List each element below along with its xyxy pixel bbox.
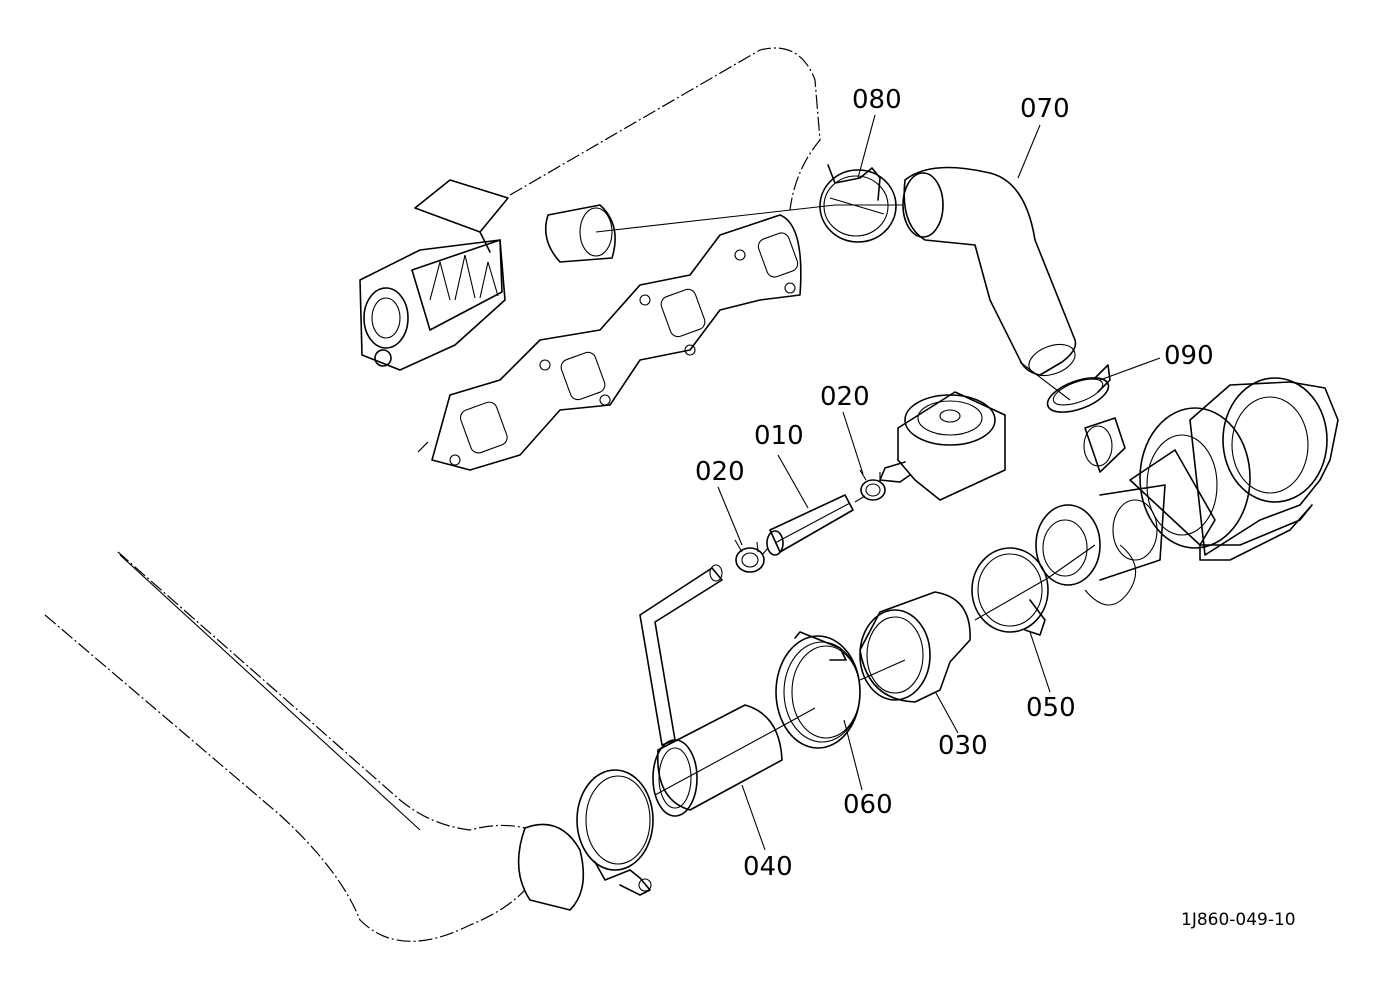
hose-070 [902, 166, 1077, 377]
diagram-reference-code: 1J860-049-10 [1181, 910, 1296, 930]
band-clamp-060 [775, 631, 861, 749]
label-020-lower: 020 [695, 457, 745, 487]
turbocharger [1035, 377, 1339, 606]
breather-unit [879, 391, 1006, 501]
exhaust-manifold [359, 47, 821, 471]
label-070: 070 [1020, 94, 1070, 124]
return-pipe [639, 564, 723, 746]
exhaust-pipe [44, 551, 585, 942]
label-030: 030 [938, 731, 988, 761]
hose-sleeve-040 [652, 704, 783, 817]
small-clamp-020-upper [859, 469, 886, 501]
hose-clamp-080 [819, 164, 897, 243]
reducer-sleeve-030 [859, 591, 971, 703]
leader-lines [717, 114, 1161, 851]
label-090: 090 [1164, 341, 1214, 371]
tube-010 [766, 494, 854, 556]
label-040: 040 [743, 852, 793, 882]
hose-clamp-090 [1046, 364, 1111, 413]
label-060: 060 [843, 790, 893, 820]
label-010: 010 [754, 421, 804, 451]
hose-clamp-050 [971, 547, 1049, 636]
small-clamp-020-lower [734, 539, 765, 573]
label-020-upper: 020 [820, 382, 870, 412]
label-050: 050 [1026, 693, 1076, 723]
pipe-clamp-lower [576, 769, 654, 896]
label-080: 080 [852, 85, 902, 115]
